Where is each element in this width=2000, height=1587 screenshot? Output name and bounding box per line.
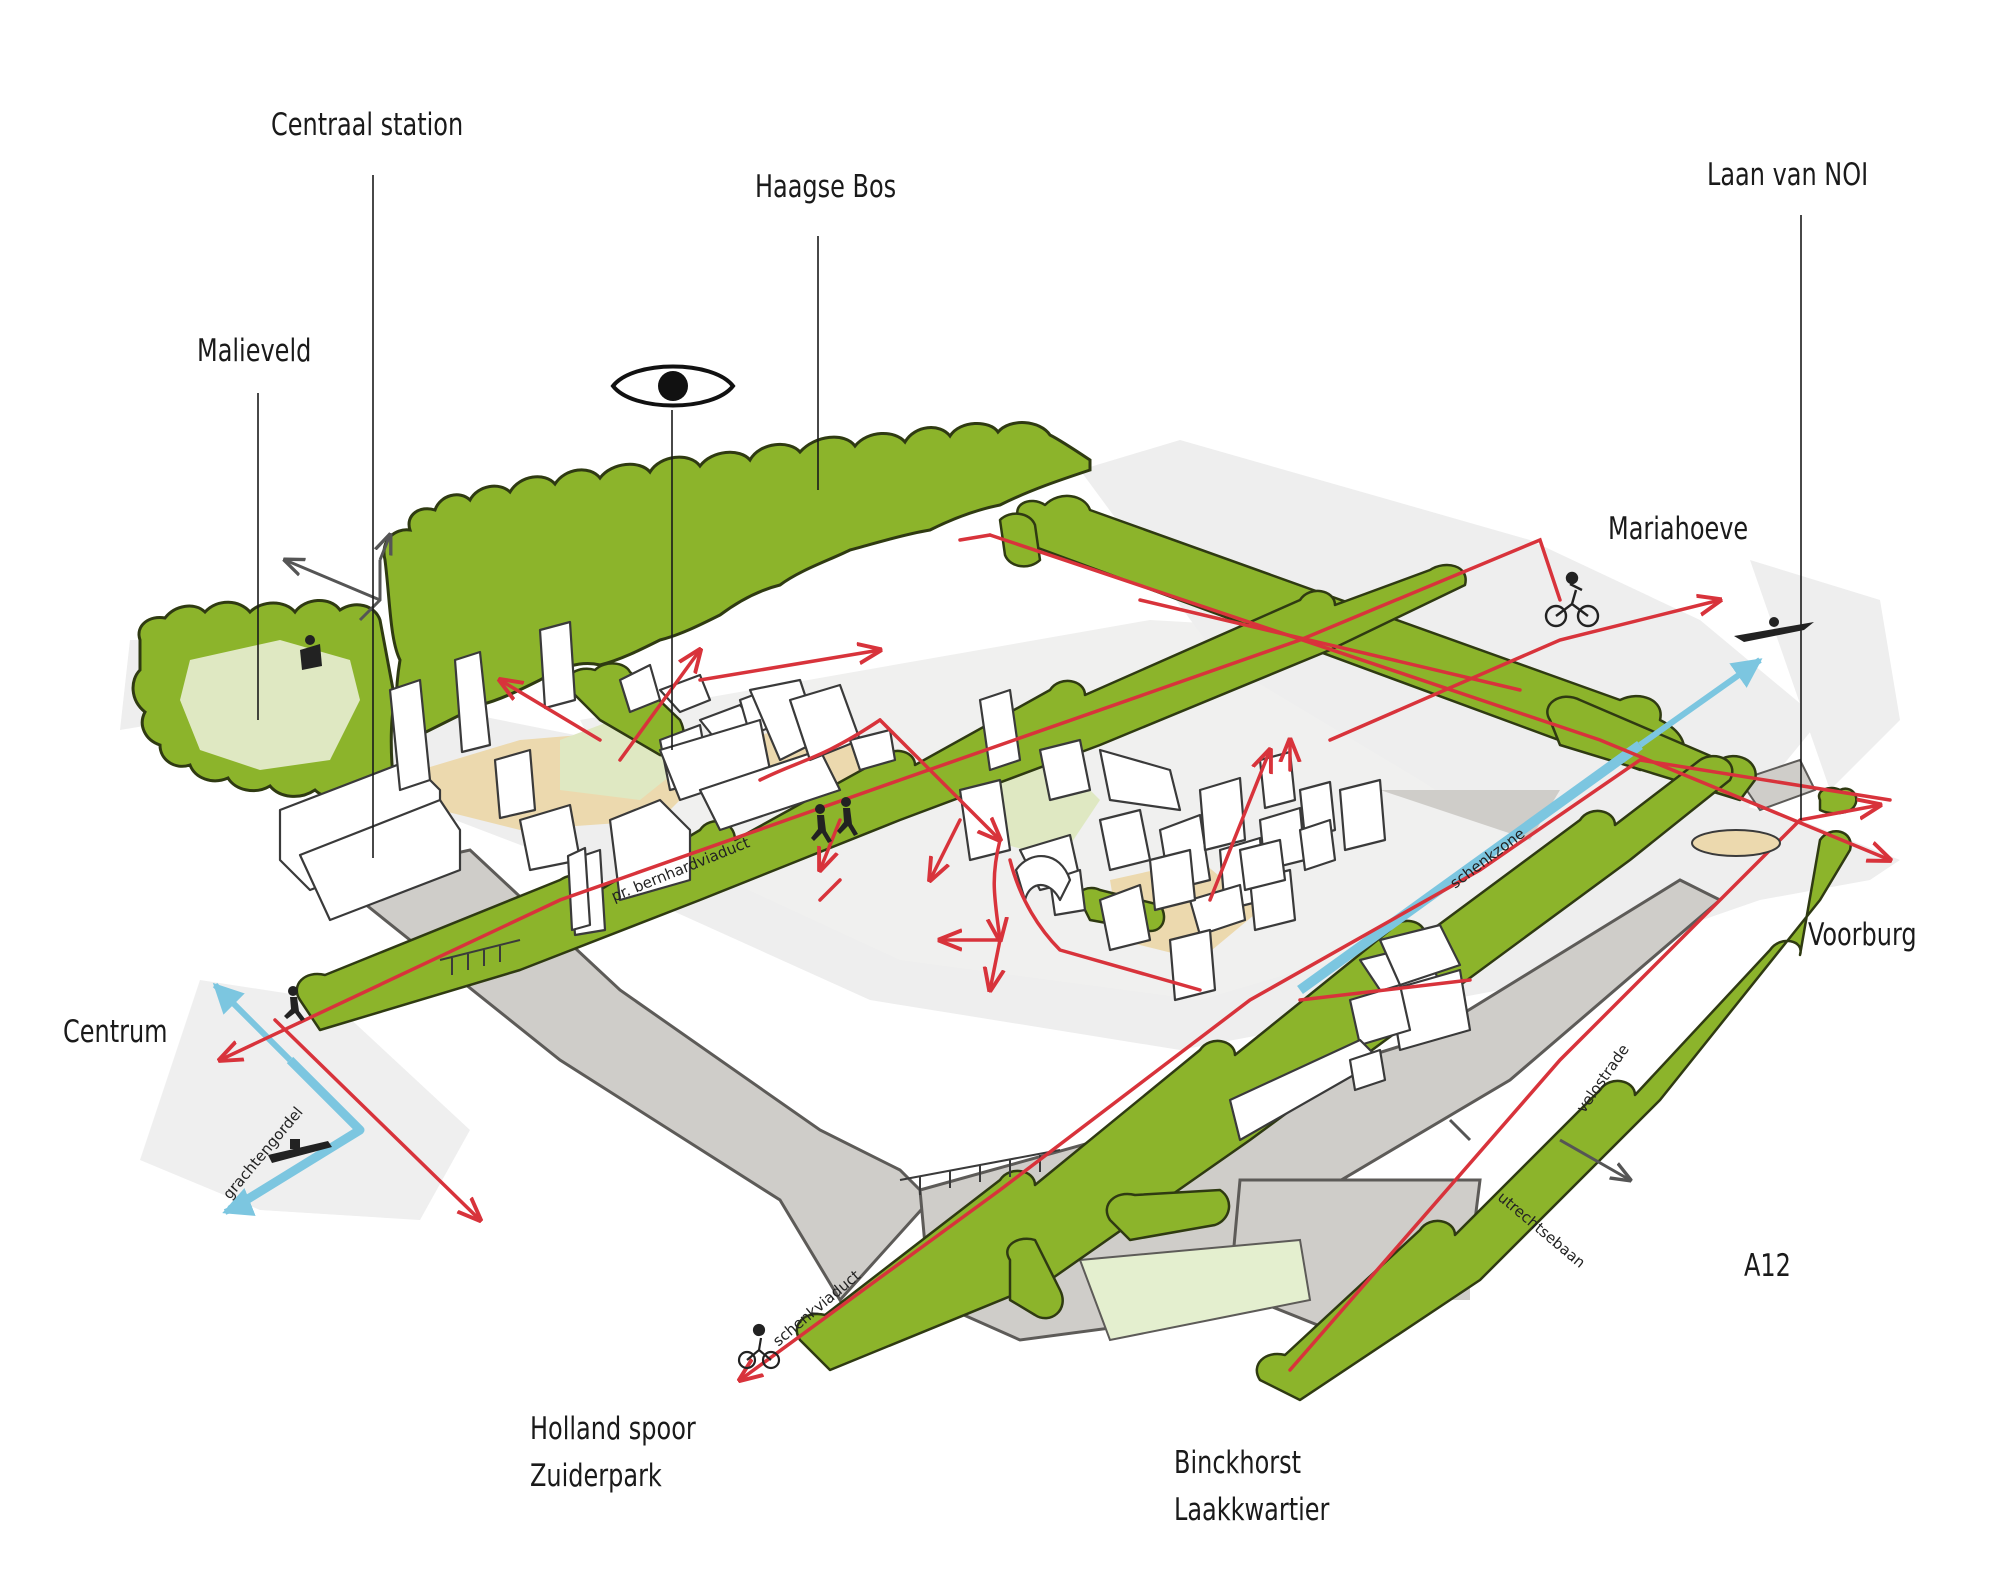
water-arrow-sw (222, 1188, 256, 1216)
water-arrow-w (212, 982, 293, 1063)
cyclist-icon (737, 1323, 781, 1370)
runner-icon (284, 986, 305, 1021)
runner-icon (837, 797, 858, 836)
statue-icon (300, 635, 322, 670)
label-a12: A12 (1744, 1248, 1791, 1284)
routes (220, 533, 1890, 1380)
label-binckhorst: Binckhorst Laakkwartier (1174, 1440, 1329, 1533)
canal-schenkzone (1297, 740, 1643, 995)
cyclist-icon (1734, 617, 1814, 642)
eye-icon (610, 364, 736, 408)
grey-arrows (285, 535, 1630, 1180)
label-haagse-bos: Haagse Bos (755, 169, 897, 205)
buildings (278, 620, 1472, 1142)
boat-icon (268, 1139, 332, 1163)
runner-icon (811, 804, 832, 843)
viaducts (439, 939, 1061, 1195)
label-mariahoeve: Mariahoeve (1608, 511, 1749, 547)
label-centraal-station: Centraal station (271, 107, 464, 143)
label-laan-van-noi: Laan van NOI (1707, 157, 1869, 193)
label-binckhorst-line1: Binckhorst (1174, 1445, 1302, 1481)
water-arrow-ne (1638, 657, 1763, 748)
pond (1691, 829, 1781, 857)
label-zuiderpark: Zuiderpark (530, 1457, 662, 1494)
label-holland-spoor: Holland spoor Zuiderpark (530, 1406, 696, 1499)
label-holland-spoor-line1: Holland spoor (530, 1411, 696, 1447)
malieveld-lawn (180, 640, 360, 770)
label-malieveld: Malieveld (197, 333, 312, 369)
label-laakkwartier: Laakkwartier (1174, 1491, 1330, 1528)
cyclist-icon (1544, 571, 1600, 628)
leader-lines (257, 175, 1802, 858)
label-centrum: Centrum (63, 1014, 168, 1050)
canal-grachtengordel (227, 1056, 365, 1214)
label-voorburg: Voorburg (1808, 917, 1917, 953)
